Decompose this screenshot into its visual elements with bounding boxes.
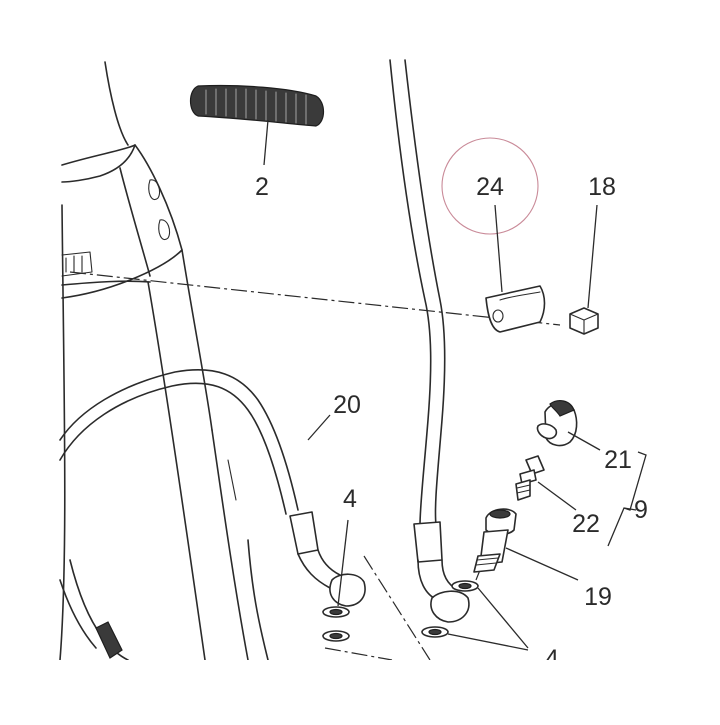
fitting-part [536, 400, 601, 451]
assembly-axis [69, 271, 561, 661]
label-fitting: 21 [604, 446, 632, 474]
label-nut: 18 [588, 173, 616, 201]
fork-clamp [61, 144, 183, 299]
kit-bracket [607, 451, 647, 547]
label-banjo-bolt: 19 [584, 583, 612, 611]
grip-part [189, 84, 325, 166]
label-brake-line: 20 [333, 391, 361, 419]
washers [322, 519, 529, 651]
clip-part [441, 137, 546, 333]
brake-line-part [59, 369, 366, 661]
hose-behind-fork [389, 59, 470, 623]
bottom-crop [0, 660, 720, 720]
label-clip: 24 [476, 173, 504, 201]
label-kit: 9 [634, 496, 648, 524]
label-grip: 2 [255, 173, 269, 201]
fork-tube [59, 61, 269, 661]
bleeder-part [515, 455, 577, 511]
label-bleeder: 22 [572, 510, 600, 538]
nut-part [569, 204, 599, 335]
label-washer-left: 4 [343, 485, 357, 513]
banjo-bolt-part [473, 508, 579, 581]
highlight-circle [441, 137, 539, 235]
